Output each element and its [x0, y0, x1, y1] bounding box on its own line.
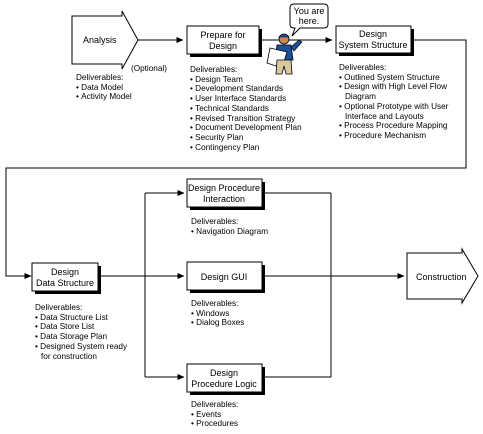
procedure-interaction-node: Design Procedure Interaction	[186, 178, 265, 210]
analysis-node: Analysis	[71, 10, 139, 70]
data-structure-label-line2: Data Structure	[36, 278, 94, 288]
procedure-interaction-label-line2: Interaction	[203, 194, 245, 204]
analysis-arrow-shape	[71, 10, 139, 70]
analysis-label: Analysis	[83, 35, 117, 45]
list-item: Events	[191, 410, 238, 420]
construction-label: Construction	[416, 272, 467, 282]
gui-deliverables-header: Deliverables:	[191, 299, 239, 308]
analysis-deliverables: Deliverables: Data Model Activity Model	[76, 73, 132, 102]
procedure-interaction-label-line1: Design Procedure	[188, 183, 260, 193]
procedure-logic-node: Design Procedure Logic	[186, 363, 265, 395]
person-hair	[278, 33, 290, 38]
list-item: Activity Model	[76, 92, 132, 102]
prepare-node: Prepare for Design	[186, 25, 262, 57]
procedure-logic-label-line1: Design	[210, 368, 238, 378]
callout-bubble	[289, 3, 329, 37]
list-item: Technical Standards	[190, 104, 302, 114]
list-item: Security Plan	[190, 133, 302, 143]
list-item: User Interface Standards	[190, 94, 302, 104]
procedure-interaction-box	[186, 178, 263, 208]
system-structure-deliverables-header: Deliverables:	[339, 63, 387, 72]
procedure-interaction-deliverables-header: Deliverables:	[191, 217, 239, 226]
connectors	[5, 37, 467, 380]
list-item: Dialog Boxes	[191, 318, 244, 328]
list-item: Optional Prototype with User Interface a…	[339, 102, 473, 121]
prepare-label-line2: Design	[209, 41, 237, 51]
construction-arrow-shape	[406, 247, 479, 305]
system-structure-deliverables: Deliverables: Outlined System Structure …	[339, 63, 473, 141]
gui-node: Design GUI	[186, 261, 265, 293]
prepare-box	[186, 25, 260, 55]
list-item: Design Team	[190, 75, 302, 85]
prepare-deliverables: Deliverables: Design Team Development St…	[190, 65, 302, 152]
list-item: Development Standards	[190, 84, 302, 94]
list-item: Procedure Mechanism	[339, 131, 473, 141]
list-item: Revised Transition Strategy	[190, 114, 302, 124]
procedure-logic-deliverables: Deliverables: Events Procedures	[191, 400, 238, 429]
prepare-deliverables-header: Deliverables:	[190, 65, 238, 74]
list-item: Navigation Diagram	[191, 227, 268, 237]
you-are-here-figure: You are here.	[266, 3, 329, 75]
system-structure-node: Design System Structure	[335, 25, 414, 56]
system-structure-label-line1: Design	[359, 29, 387, 39]
data-structure-box	[31, 262, 99, 292]
list-item: Process Procedure Mapping	[339, 121, 473, 131]
list-item: Designed System ready for construction	[35, 342, 137, 361]
data-structure-node: Design Data Structure	[31, 262, 101, 294]
procedure-interaction-deliverables: Deliverables: Navigation Diagram	[191, 217, 268, 236]
list-item: Contingency Plan	[190, 143, 302, 153]
list-item: Data Storage Plan	[35, 332, 137, 342]
list-item: Outlined System Structure	[339, 73, 473, 83]
procedure-logic-deliverables-header: Deliverables:	[191, 400, 239, 409]
gui-deliverables: Deliverables: Windows Dialog Boxes	[191, 299, 244, 328]
callout-line2: here.	[299, 16, 320, 26]
list-item: Procedures	[191, 419, 238, 429]
list-item: Data Structure List	[35, 313, 137, 323]
gui-box	[186, 261, 263, 291]
analysis-optional-note: (Optional)	[131, 64, 167, 73]
gui-label: Design GUI	[201, 272, 248, 282]
system-structure-label-line2: System Structure	[338, 40, 407, 50]
procedure-logic-box	[186, 363, 263, 393]
callout-line1: You are	[294, 6, 325, 16]
arrow-system-structure-to-data-structure	[5, 39, 467, 279]
data-structure-label-line1: Design	[51, 267, 79, 277]
procedure-logic-label-line2: Procedure Logic	[191, 379, 257, 389]
system-structure-box	[335, 25, 412, 54]
data-structure-deliverables-header: Deliverables:	[35, 303, 83, 312]
prepare-label-line1: Prepare for	[200, 30, 245, 40]
list-item: Design with High Level Flow Diagram	[339, 82, 473, 101]
list-item: Data Model	[76, 83, 132, 93]
data-structure-deliverables: Deliverables: Data Structure List Data S…	[35, 303, 137, 361]
analysis-deliverables-header: Deliverables:	[76, 73, 124, 82]
person-arm	[290, 39, 303, 52]
list-item: Data Store List	[35, 322, 137, 332]
construction-node: Construction	[406, 247, 479, 305]
list-item: Windows	[191, 309, 244, 319]
list-item: Document Development Plan	[190, 123, 302, 133]
